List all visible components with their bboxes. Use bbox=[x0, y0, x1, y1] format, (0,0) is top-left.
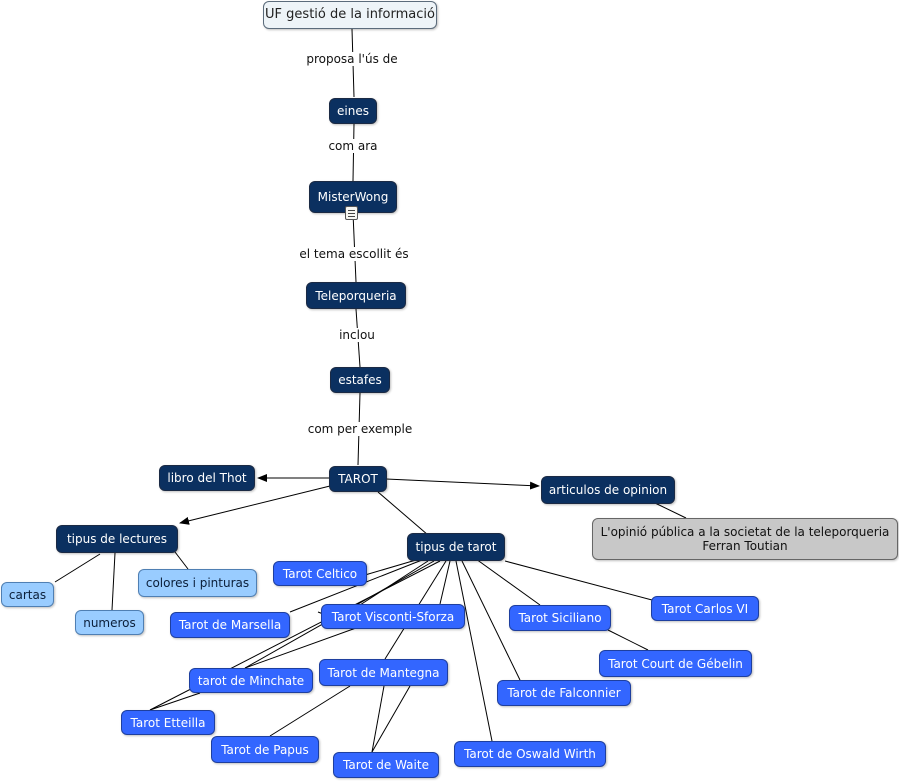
node-tarot-siciliano[interactable]: Tarot Siciliano bbox=[509, 605, 611, 631]
link-tarot-tipus bbox=[377, 491, 429, 536]
node-tarot-papus[interactable]: Tarot de Papus bbox=[211, 736, 319, 763]
link-tipus-siciliano bbox=[475, 558, 541, 606]
node-cartas[interactable]: cartas bbox=[1, 582, 54, 607]
link-tipus-visconti bbox=[359, 560, 429, 606]
link-tipus-visconti2 bbox=[439, 560, 451, 605]
node-tarot-carlos[interactable]: Tarot Carlos VI bbox=[651, 596, 759, 621]
node-uf-gestio[interactable]: UF gestió de la informació bbox=[263, 1, 437, 29]
link-tipus-oswald bbox=[455, 560, 493, 742]
arrow-tarot-lectures bbox=[179, 485, 331, 525]
node-tarot-etteilla[interactable]: Tarot Etteilla bbox=[121, 710, 215, 735]
node-tarot-visconti[interactable]: Tarot Visconti-Sforza bbox=[321, 604, 465, 629]
link-label-proposa: proposa l'ús de bbox=[304, 52, 400, 66]
node-colores-pinturas[interactable]: colores i pinturas bbox=[138, 569, 257, 597]
link-mantegna-waite2 bbox=[371, 685, 411, 753]
link-lectures-colores bbox=[174, 551, 189, 570]
link-siciliano-court bbox=[607, 629, 649, 651]
node-tipus-lectures[interactable]: tipus de lectures bbox=[56, 525, 178, 553]
node-tarot-court[interactable]: Tarot Court de Gébelin bbox=[599, 650, 752, 677]
node-tarot-oswald[interactable]: Tarot de Oswald Wirth bbox=[454, 741, 606, 767]
link-tipus-falconnier bbox=[461, 560, 521, 681]
node-eines[interactable]: eines bbox=[329, 98, 377, 124]
node-tarot-minchate[interactable]: tarot de Minchate bbox=[189, 668, 313, 693]
link-label-inclou: inclou bbox=[337, 328, 377, 342]
node-libro-thot[interactable]: libro del Thot bbox=[159, 465, 255, 491]
opinio-title: L'opinió pública a la societat de la tel… bbox=[600, 525, 890, 539]
node-tarot-mantegna[interactable]: Tarot de Mantegna bbox=[319, 659, 448, 686]
node-tarot-waite[interactable]: Tarot de Waite bbox=[333, 752, 439, 778]
link-mantegna-waite bbox=[371, 685, 385, 753]
node-articulos-opinion[interactable]: articulos de opinion bbox=[541, 476, 675, 504]
node-tarot[interactable]: TAROT bbox=[329, 466, 387, 492]
link-tipus-carlos bbox=[504, 560, 653, 601]
node-numeros[interactable]: numeros bbox=[75, 610, 144, 635]
link-lectures-cartas bbox=[54, 553, 101, 583]
link-tipus-celtico bbox=[364, 559, 417, 576]
link-label-exemple: com per exemple bbox=[305, 422, 415, 436]
node-tipus-tarot[interactable]: tipus de tarot bbox=[407, 533, 505, 561]
link-lectures-numeros bbox=[111, 552, 116, 611]
node-teleporqueria[interactable]: Teleporqueria bbox=[306, 282, 406, 309]
link-label-com-ara: com ara bbox=[326, 139, 380, 153]
node-tarot-marsella[interactable]: Tarot de Marsella bbox=[170, 612, 290, 638]
node-tarot-celtico[interactable]: Tarot Celtico bbox=[273, 561, 367, 586]
opinio-author: Ferran Toutian bbox=[702, 539, 788, 553]
link-minchate-etteilla bbox=[149, 692, 201, 711]
link-label-tema: el tema escollit és bbox=[297, 247, 411, 261]
link-mantegna-papus bbox=[269, 685, 351, 737]
node-estafes[interactable]: estafes bbox=[330, 367, 390, 393]
link-visconti-minchate bbox=[244, 627, 357, 669]
link-articulos-opinio bbox=[654, 502, 687, 519]
node-opinio-publica[interactable]: L'opinió pública a la societat de la tel… bbox=[592, 518, 898, 560]
link-tipus-marsella bbox=[289, 559, 423, 613]
arrow-tarot-articulos bbox=[385, 478, 540, 490]
node-tarot-falconnier[interactable]: Tarot de Falconnier bbox=[497, 680, 631, 706]
document-icon[interactable] bbox=[345, 206, 358, 220]
